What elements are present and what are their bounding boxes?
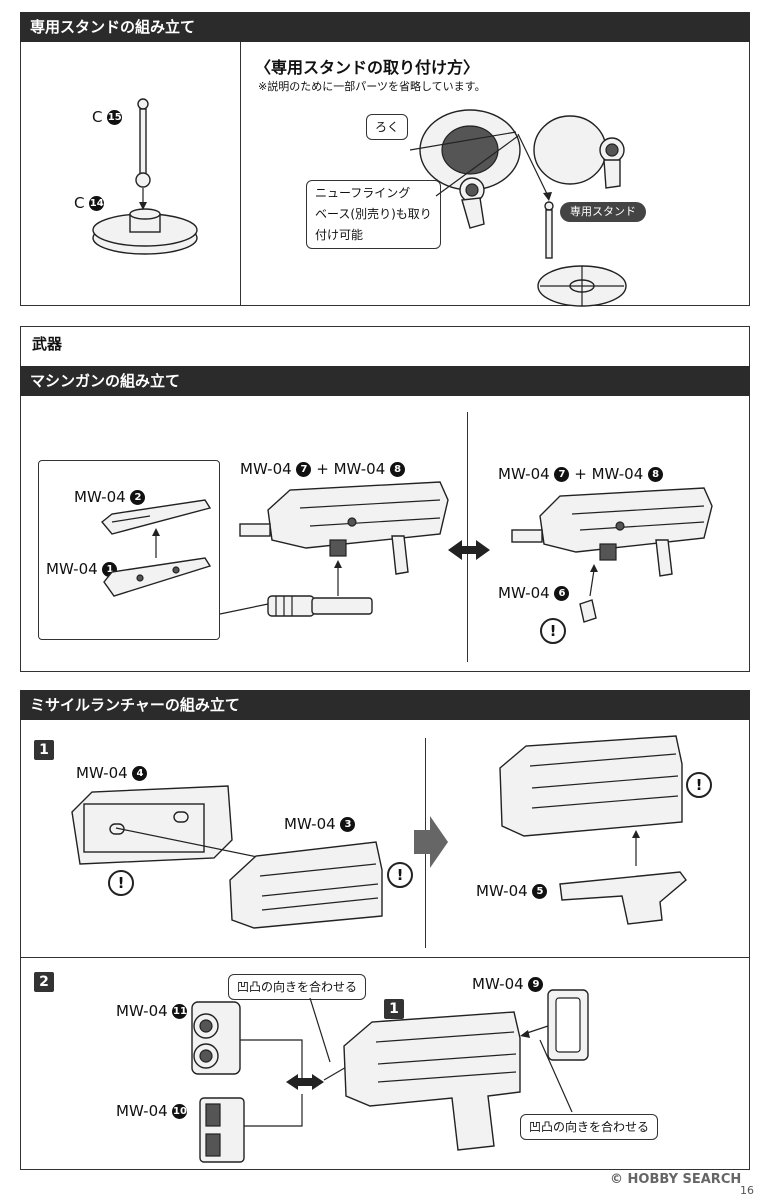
- machinegun-divider: [467, 412, 468, 662]
- ms-connectors: [240, 997, 349, 1127]
- mg-right-combo-label: MW-04 7 + MW-04 8: [498, 465, 664, 483]
- part-number-badge: 15: [107, 110, 123, 125]
- mg-body-right: [511, 487, 713, 577]
- mg-part2-label: MW-04 2: [74, 488, 146, 506]
- stand-label: 専用スタンド: [560, 202, 646, 222]
- stand-base-part: [92, 208, 198, 255]
- part-number-badge: 10: [172, 1104, 188, 1119]
- stand-pole-part: [135, 98, 151, 188]
- step-2-badge: 2: [34, 972, 54, 992]
- step-ref-badge: 1: [384, 999, 404, 1019]
- caution-icon: !: [686, 772, 712, 798]
- ms-part9-shape: [520, 989, 589, 1113]
- ms-step-arrow: [414, 816, 448, 868]
- part-number-badge: 14: [89, 196, 105, 211]
- caution-icon: !: [540, 618, 566, 644]
- mg-lower-part: [103, 557, 212, 597]
- caution-icon: !: [108, 870, 134, 896]
- part-number-badge: 8: [390, 462, 406, 477]
- ms-part9-label: MW-04 9: [472, 975, 544, 993]
- ms-part4-label: MW-04 4: [76, 764, 148, 782]
- watermark: © HOBBY SEARCH: [610, 1172, 742, 1187]
- part-number-badge: 4: [132, 766, 148, 781]
- mg-arrow-scope: [219, 560, 342, 615]
- mg-scope-part: [267, 595, 373, 617]
- stand-part-c15-label: C 15: [92, 108, 123, 126]
- caution-icon: !: [387, 862, 413, 888]
- barrel-subbox: [38, 460, 220, 640]
- ms-part5-label: MW-04 5: [476, 882, 548, 900]
- ms-part4-shape: [71, 785, 233, 865]
- ms-assembled-2: [343, 1011, 521, 1151]
- step-1-badge: 1: [34, 740, 54, 760]
- mg-center-combo-label: MW-04 7 + MW-04 8: [240, 460, 406, 478]
- ms-part11-shape: [191, 1001, 241, 1075]
- ms-part11-label: MW-04 11: [116, 1002, 188, 1020]
- weapon-title: 武器: [32, 335, 63, 353]
- part-number-badge: 8: [648, 467, 664, 482]
- mg-top-cover-part: [101, 499, 212, 535]
- part-number-badge: 11: [172, 1004, 188, 1019]
- mount-heading: 〈専用スタンドの取り付け方〉: [255, 58, 480, 77]
- mg-part6-shape: [579, 564, 598, 623]
- align-note-top: 凹凸の向きを合わせる: [228, 974, 367, 1000]
- mg-body-center: [239, 481, 449, 575]
- part-number-badge: 3: [340, 817, 356, 832]
- part-number-badge: 6: [554, 586, 570, 601]
- machinegun-title: マシンガンの組み立て: [20, 366, 750, 396]
- stand-title: 専用スタンドの組み立て: [20, 12, 750, 42]
- ms-part10-label: MW-04 10: [116, 1102, 188, 1120]
- roku-label: ろく: [366, 114, 409, 140]
- ms-part5-shape: [559, 830, 687, 925]
- stand-arrow: [139, 188, 147, 210]
- mg-part6-label: MW-04 6: [498, 584, 570, 602]
- page-number: 16: [740, 1184, 754, 1197]
- part-number-badge: 2: [130, 490, 146, 505]
- missile-step-separator: [20, 957, 750, 958]
- align-note-bottom: 凹凸の向きを合わせる: [520, 1114, 659, 1140]
- ms-part3-shape: [229, 841, 383, 929]
- ms-assembled-1: [499, 735, 683, 837]
- mg-arrow-left: [152, 528, 160, 558]
- flying-base-callout: ニューフライング ベース(別売り)も取り 付け可能: [306, 180, 441, 249]
- part-number-badge: 5: [532, 884, 548, 899]
- mount-note: ※説明のために一部パーツを省略しています。: [258, 80, 486, 93]
- mg-swap-arrow: [448, 540, 490, 560]
- part-number-badge: 9: [528, 977, 544, 992]
- stand-divider: [240, 42, 241, 306]
- stand-part-c14-label: C 14: [74, 194, 105, 212]
- part-number-badge: 7: [296, 462, 312, 477]
- part-number-badge: 7: [554, 467, 570, 482]
- mount-stand: [517, 133, 627, 307]
- ms-part10-shape: [199, 1097, 245, 1163]
- robot-figure: [409, 109, 625, 229]
- missile-title: ミサイルランチャーの組み立て: [20, 690, 750, 720]
- ms-part3-label: MW-04 3: [284, 815, 356, 833]
